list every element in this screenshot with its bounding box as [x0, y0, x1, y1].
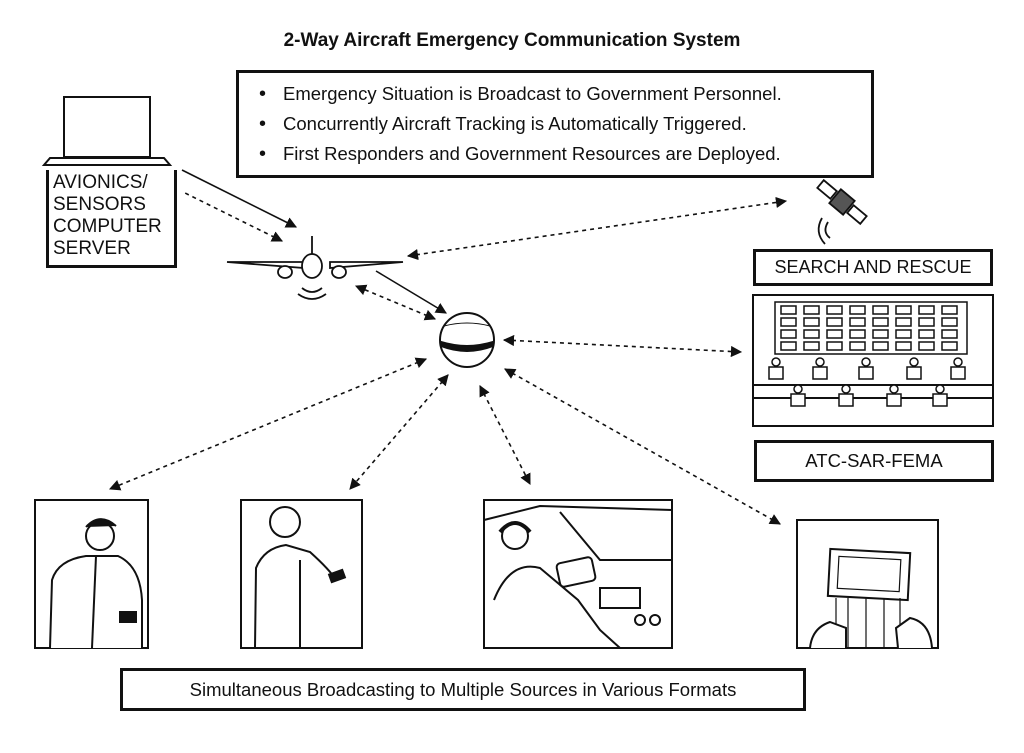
- wall-screen: [942, 318, 957, 326]
- bullet-list: Emergency Situation is Broadcast to Gove…: [259, 79, 871, 169]
- wall-screen: [827, 342, 842, 350]
- wall-screen: [781, 342, 796, 350]
- man-phone-icon: [241, 500, 362, 648]
- bullet-item: Emergency Situation is Broadcast to Gove…: [259, 79, 871, 109]
- wall-screen: [827, 318, 842, 326]
- wall-screen: [873, 318, 888, 326]
- wall-screen: [873, 306, 888, 314]
- wall-screen: [850, 306, 865, 314]
- tablet-hands-icon: [797, 520, 938, 648]
- airplane-icon: [227, 236, 403, 299]
- wall-screen: [781, 306, 796, 314]
- wall-screen: [896, 330, 911, 338]
- wall-screen: [919, 330, 934, 338]
- laptop-icon: [44, 97, 170, 165]
- bottom-caption: Simultaneous Broadcasting to Multiple So…: [120, 668, 806, 711]
- businessman-phone-icon: [35, 500, 148, 648]
- avionics-box: AVIONICS/ SENSORS COMPUTER SERVER: [46, 170, 177, 268]
- wall-screen: [873, 342, 888, 350]
- search-and-rescue-label: SEARCH AND RESCUE: [753, 249, 993, 286]
- wall-screen: [781, 318, 796, 326]
- wall-screen: [919, 342, 934, 350]
- bullet-item: First Responders and Government Resource…: [259, 139, 871, 169]
- control-room-icon: [753, 295, 993, 426]
- wall-screen: [804, 330, 819, 338]
- wall-screen: [919, 306, 934, 314]
- wall-screen: [804, 342, 819, 350]
- page-title: 2-Way Aircraft Emergency Communication S…: [0, 30, 1024, 52]
- wall-screen: [896, 318, 911, 326]
- wall-screen: [827, 330, 842, 338]
- wall-screen: [827, 306, 842, 314]
- wall-screen: [942, 342, 957, 350]
- atc-label: ATC-SAR-FEMA: [754, 440, 994, 482]
- wall-screen: [873, 330, 888, 338]
- wall-screen: [804, 318, 819, 326]
- wall-screen: [781, 330, 796, 338]
- avionics-line: SENSORS: [53, 194, 174, 216]
- wall-screen: [942, 330, 957, 338]
- hub-globe-icon: [440, 313, 494, 367]
- wall-screen: [850, 330, 865, 338]
- wall-screen: [896, 306, 911, 314]
- avionics-line: COMPUTER: [53, 216, 174, 238]
- avionics-line: AVIONICS/: [53, 172, 174, 194]
- satellite-icon: [815, 177, 869, 244]
- bullet-item: Concurrently Aircraft Tracking is Automa…: [259, 109, 871, 139]
- wall-screen: [896, 342, 911, 350]
- wall-screen: [850, 318, 865, 326]
- wall-screen: [942, 306, 957, 314]
- wall-screen: [919, 318, 934, 326]
- wall-screen: [850, 342, 865, 350]
- pilot-cockpit-icon: [484, 500, 672, 648]
- emergency-bullets-box: Emergency Situation is Broadcast to Gove…: [236, 70, 874, 178]
- wall-screen: [804, 306, 819, 314]
- avionics-line: SERVER: [53, 238, 174, 260]
